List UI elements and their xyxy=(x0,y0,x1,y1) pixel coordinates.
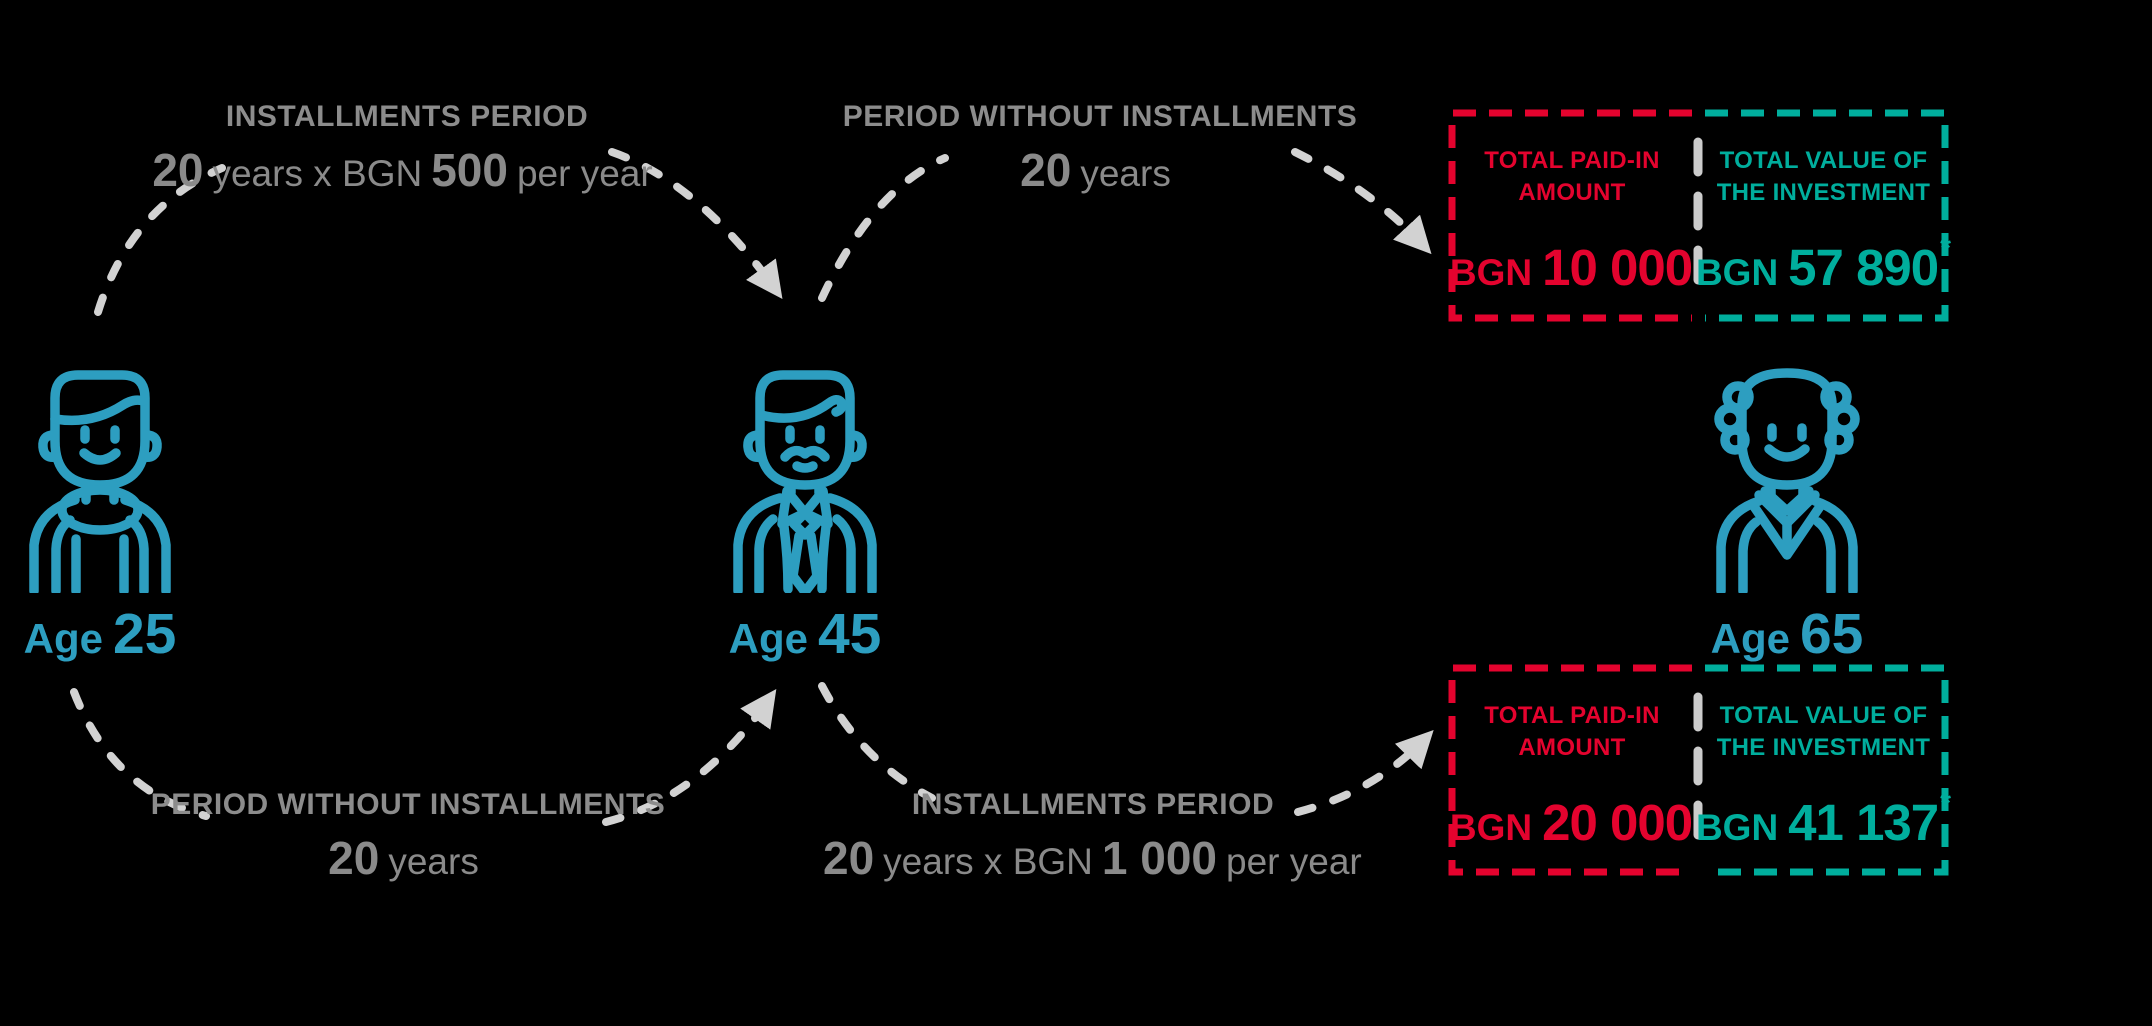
senior-man-icon xyxy=(1714,368,1860,593)
title-line-1: TOTAL PAID-IN xyxy=(1484,147,1660,174)
amount-per-year: 500 xyxy=(431,144,508,196)
age-word: Age xyxy=(23,615,103,662)
result-box-title: TOTAL VALUE OF THE INVESTMENT xyxy=(1717,145,1931,208)
detail-words: years xyxy=(1080,153,1171,194)
result-box-title: TOTAL VALUE OF THE INVESTMENT xyxy=(1717,700,1931,763)
segment-title: PERIOD WITHOUT INSTALLMENTS xyxy=(842,100,1358,133)
age-word: Age xyxy=(728,615,808,662)
detail-words: years x BGN xyxy=(883,841,1093,882)
footnote-asterisk: * xyxy=(1940,787,1952,819)
amount-value: 20 000 xyxy=(1542,794,1693,852)
result-box-title: TOTAL PAID-IN AMOUNT xyxy=(1484,700,1659,763)
detail-words: per year xyxy=(1226,841,1362,882)
segment-title: INSTALLMENTS PERIOD xyxy=(225,100,589,133)
footnote-asterisk: * xyxy=(1940,232,1952,264)
years-count: 20 xyxy=(1020,144,1072,196)
detail-words: per year xyxy=(516,153,653,194)
title-line-2: AMOUNT xyxy=(1518,733,1626,761)
middle-aged-man-icon xyxy=(733,370,877,593)
years-count: 20 xyxy=(823,832,875,884)
title-line-2: THE INVESTMENT xyxy=(1716,178,1931,206)
detail-words: years x BGN xyxy=(212,153,423,194)
young-man-icon xyxy=(29,370,171,593)
amount-value: 10 000 xyxy=(1542,239,1693,297)
age-number: 45 xyxy=(817,602,882,666)
amount-value: 57 890 xyxy=(1788,239,1939,297)
amount-value: 41 137 xyxy=(1788,794,1939,852)
currency-code: BGN xyxy=(1695,252,1779,294)
amount-per-year: 1 000 xyxy=(1101,832,1218,884)
age-number: 65 xyxy=(1799,602,1864,666)
age-number: 25 xyxy=(112,602,177,666)
currency-code: BGN xyxy=(1695,807,1779,849)
title-line-1: TOTAL VALUE OF xyxy=(1719,147,1928,174)
years-count: 20 xyxy=(328,832,380,884)
currency-code: BGN xyxy=(1449,252,1533,294)
segment-title: PERIOD WITHOUT INSTALLMENTS xyxy=(150,788,666,821)
detail-words: years xyxy=(388,841,479,882)
result-box-title: TOTAL PAID-IN AMOUNT xyxy=(1484,145,1659,208)
years-count: 20 xyxy=(152,144,204,196)
age-word: Age xyxy=(1710,615,1790,662)
title-line-2: THE INVESTMENT xyxy=(1716,733,1931,761)
title-line-1: TOTAL VALUE OF xyxy=(1719,702,1928,729)
title-line-1: TOTAL PAID-IN xyxy=(1484,702,1660,729)
bottom-route-right-arc xyxy=(818,682,936,802)
title-line-2: AMOUNT xyxy=(1518,178,1626,206)
segment-title: INSTALLMENTS PERIOD xyxy=(911,788,1275,821)
currency-code: BGN xyxy=(1449,807,1533,849)
